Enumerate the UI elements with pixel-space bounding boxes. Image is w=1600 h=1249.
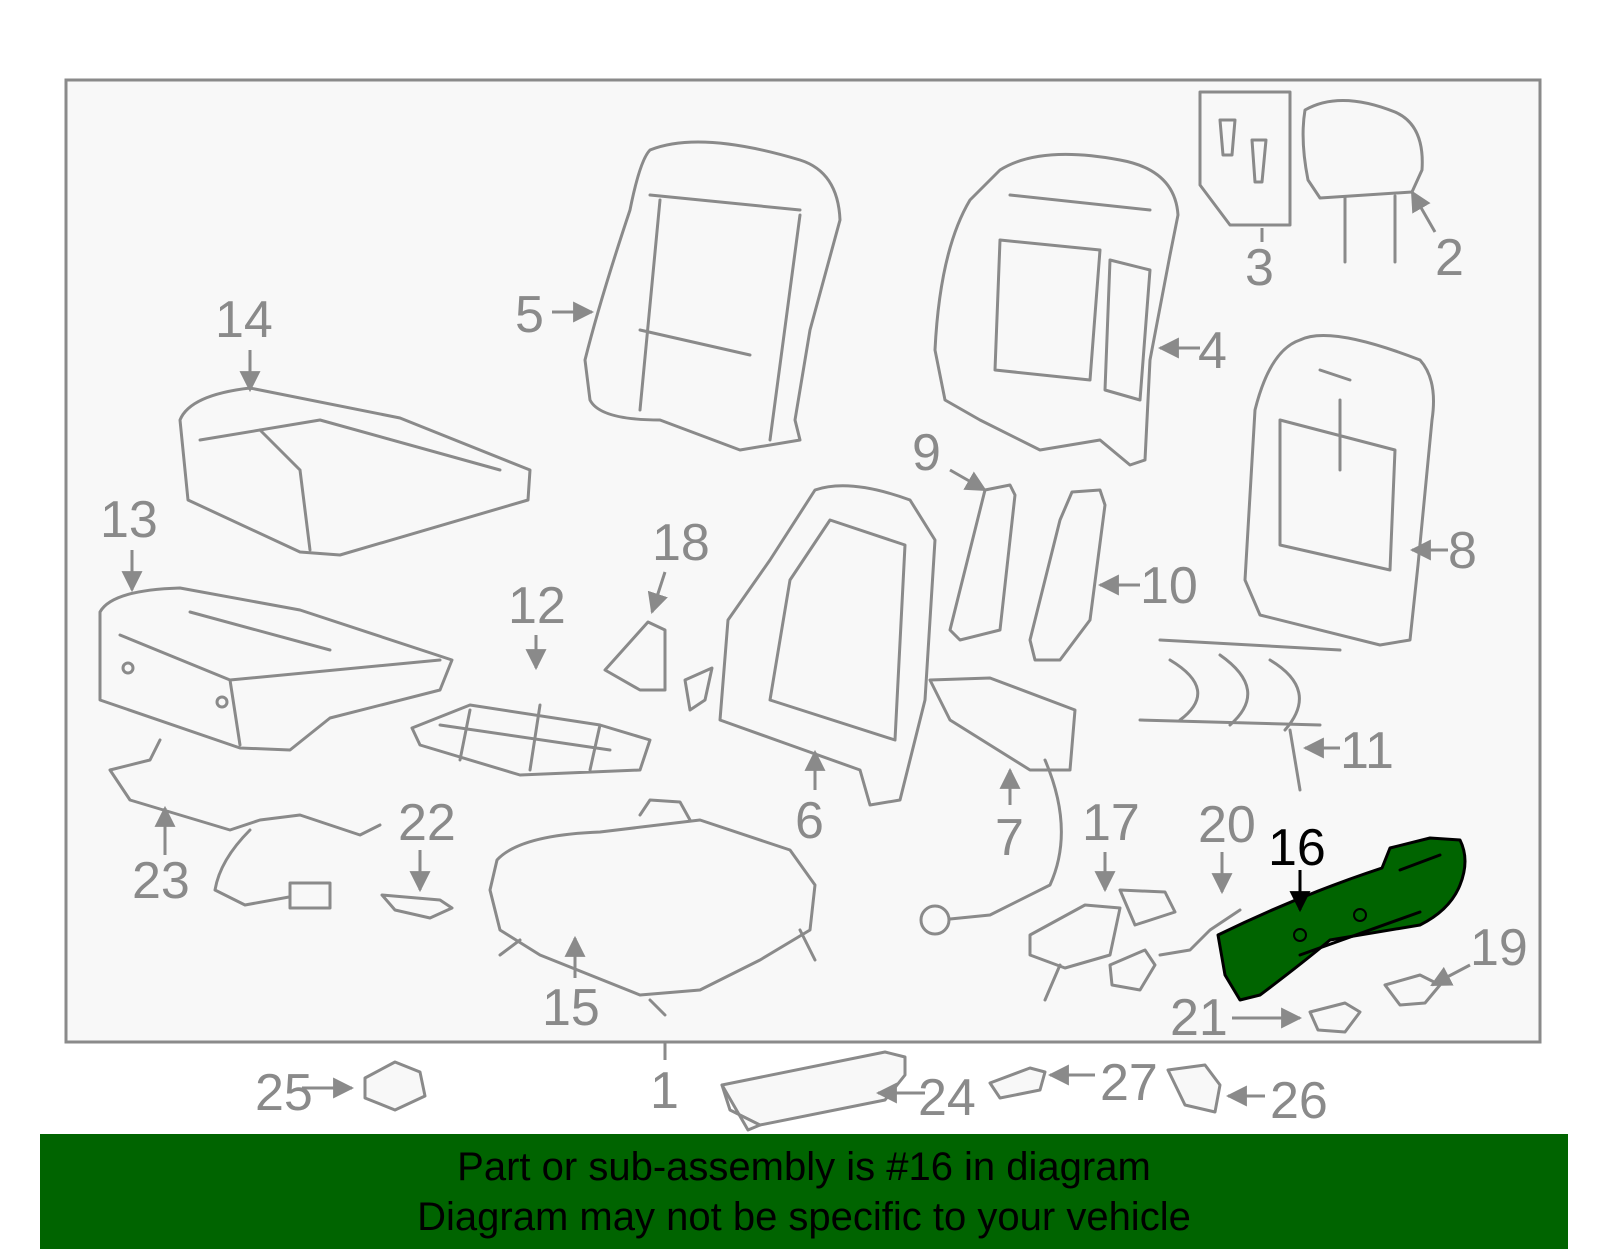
callout-9: 9 (912, 424, 941, 482)
callout-13: 13 (100, 491, 158, 549)
callout-15: 15 (542, 979, 600, 1037)
callout-25: 25 (255, 1064, 313, 1122)
callout-12: 12 (508, 577, 566, 635)
callout-20: 20 (1198, 796, 1256, 854)
part-11-spring (1138, 638, 1342, 792)
part-14-cushion-pad (178, 386, 532, 557)
callout-18: 18 (652, 514, 710, 572)
part-8-back-panel (1243, 334, 1435, 647)
callout-24: 24 (918, 1069, 976, 1127)
part-22-trim (380, 893, 454, 920)
callout-17: 17 (1082, 794, 1140, 852)
callout-11: 11 (1340, 722, 1394, 780)
part-25-clip (363, 1060, 427, 1112)
callout-10: 10 (1140, 557, 1198, 615)
part-17-bezel (1028, 888, 1177, 1002)
part-24-trim-panel (720, 1050, 907, 1132)
part-18-bracket (603, 620, 714, 712)
info-banner: Part or sub-assembly is #16 in diagram D… (40, 1134, 1568, 1249)
part-4-back-pad (933, 152, 1180, 467)
callout-21: 21 (1170, 989, 1228, 1047)
banner-line-2: Diagram may not be specific to your vehi… (417, 1195, 1191, 1239)
part-3-guides (1198, 90, 1292, 227)
part-23-harness (108, 738, 382, 910)
part-12-cushion-spring (410, 703, 652, 777)
callout-14: 14 (215, 291, 273, 349)
callout-19: 19 (1470, 919, 1528, 977)
banner-line-1: Part or sub-assembly is #16 in diagram (457, 1145, 1151, 1189)
callout-26: 26 (1270, 1072, 1328, 1130)
part-16-side-shield (1216, 836, 1467, 1002)
part-19-cap (1383, 973, 1442, 1007)
callout-27: 27 (1100, 1054, 1158, 1112)
callout-8: 8 (1448, 522, 1477, 580)
part-26-clip (1166, 1063, 1222, 1114)
part-27-clip (988, 1066, 1047, 1100)
part-7-recliner (919, 676, 1077, 936)
callout-1: 1 (650, 1062, 679, 1120)
callout-6: 6 (795, 792, 824, 850)
callout-2: 2 (1435, 229, 1464, 287)
callout-5: 5 (515, 286, 544, 344)
part-6-back-frame (718, 484, 937, 807)
part-13-cushion-cover (98, 586, 454, 752)
part-10-bolster (1028, 488, 1107, 662)
callout-16: 16 (1268, 819, 1326, 877)
part-5-back-cover (583, 140, 842, 452)
callout-7: 7 (995, 809, 1024, 867)
callout-23: 23 (132, 852, 190, 910)
callout-3: 3 (1245, 239, 1274, 297)
part-20-switch (1108, 908, 1242, 992)
callout-22: 22 (398, 794, 456, 852)
callout-4: 4 (1198, 322, 1227, 380)
leader-arrows (121, 190, 1471, 1107)
part-2-headrest (1301, 99, 1424, 264)
part-9-side-trim (948, 483, 1017, 642)
part-21-cap (1308, 1001, 1362, 1034)
